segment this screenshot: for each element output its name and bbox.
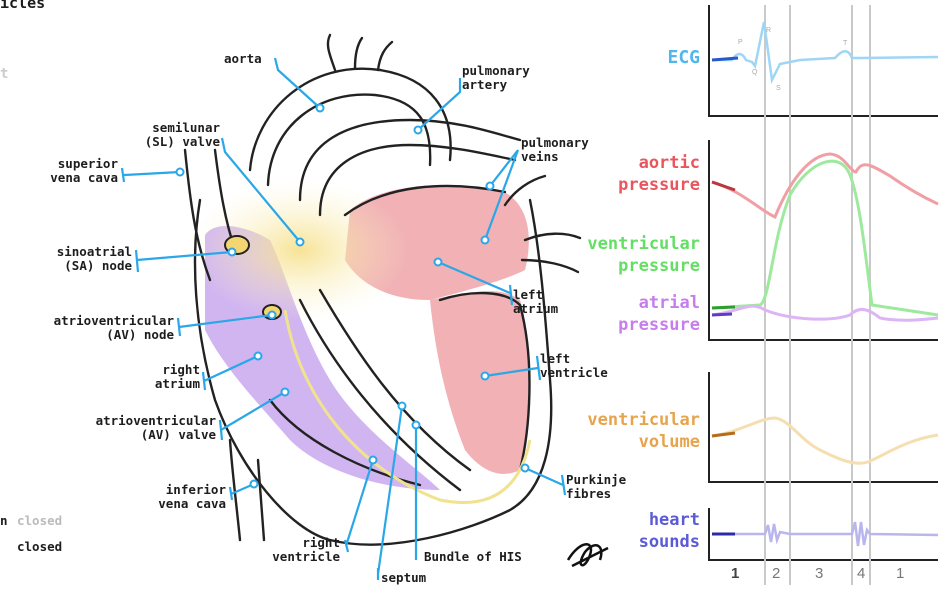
ventricular-current [712, 307, 735, 308]
label-bundle-of-his: Bundle of HIS [424, 550, 522, 564]
label-semilunar-valve: semilunar (SL) valve [124, 121, 220, 149]
phase-label-1-repeat: 1 [896, 565, 904, 582]
label-left-atrium: left atrium [513, 288, 558, 316]
atrial-current [712, 314, 732, 315]
ecg-wave-p: P [738, 39, 743, 46]
ecg-trace [712, 22, 938, 80]
ventricular-volume-trace [712, 418, 938, 463]
title-fragment: icles [0, 0, 45, 10]
plot-label-ventricular-pressure: ventricular pressure [540, 233, 700, 277]
phase-label-2: 2 [772, 565, 780, 582]
plot-label-atrial-pressure: atrial pressure [560, 292, 700, 336]
closed-top: closed [17, 514, 62, 528]
label-septum: septum [381, 571, 426, 585]
label-inferior-vena-cava: inferior vena cava [120, 483, 226, 511]
label-superior-vena-cava: superior vena cava [18, 157, 118, 185]
volume-current [712, 433, 735, 436]
phase-label-4: 4 [857, 565, 865, 582]
label-sa-node: sinoatrial (SA) node [18, 245, 132, 273]
ecg-wave-s: S [776, 85, 781, 92]
plot-label-aortic-pressure: aortic pressure [560, 152, 700, 196]
atrial-pressure-trace [712, 306, 938, 320]
label-av-valve: atrioventricular (AV) valve [56, 414, 216, 442]
closed-top-prefix: n [0, 514, 8, 528]
left-fragment-t: t [0, 67, 8, 81]
ecg-current [712, 58, 738, 60]
ecg-axis [709, 5, 938, 116]
label-purkinje: Purkinje fibres [566, 473, 626, 501]
aortic-current [712, 182, 735, 190]
ecg-wave-q: Q [752, 69, 758, 76]
label-aorta: aorta [224, 52, 262, 66]
label-av-node: atrioventricular (AV) node [12, 314, 174, 342]
plot-label-heart-sounds: heart sounds [580, 509, 700, 553]
ecg-wave-r: R [766, 27, 771, 34]
closed-bottom: closed [17, 540, 62, 554]
label-left-ventricle: left ventricle [540, 352, 608, 380]
label-right-ventricle: right ventricle [250, 536, 340, 564]
plot-label-ecg: ECG [580, 47, 700, 69]
ecg-wave-t: T [843, 40, 848, 47]
label-right-atrium: right atrium [120, 363, 200, 391]
phase-label-3: 3 [815, 565, 823, 582]
label-pulmonary-artery: pulmonary artery [462, 64, 530, 92]
plot-label-ventricular-volume: ventricular volume [540, 409, 700, 453]
heart-sounds-trace [712, 522, 938, 546]
phase-label-1: 1 [731, 565, 739, 582]
